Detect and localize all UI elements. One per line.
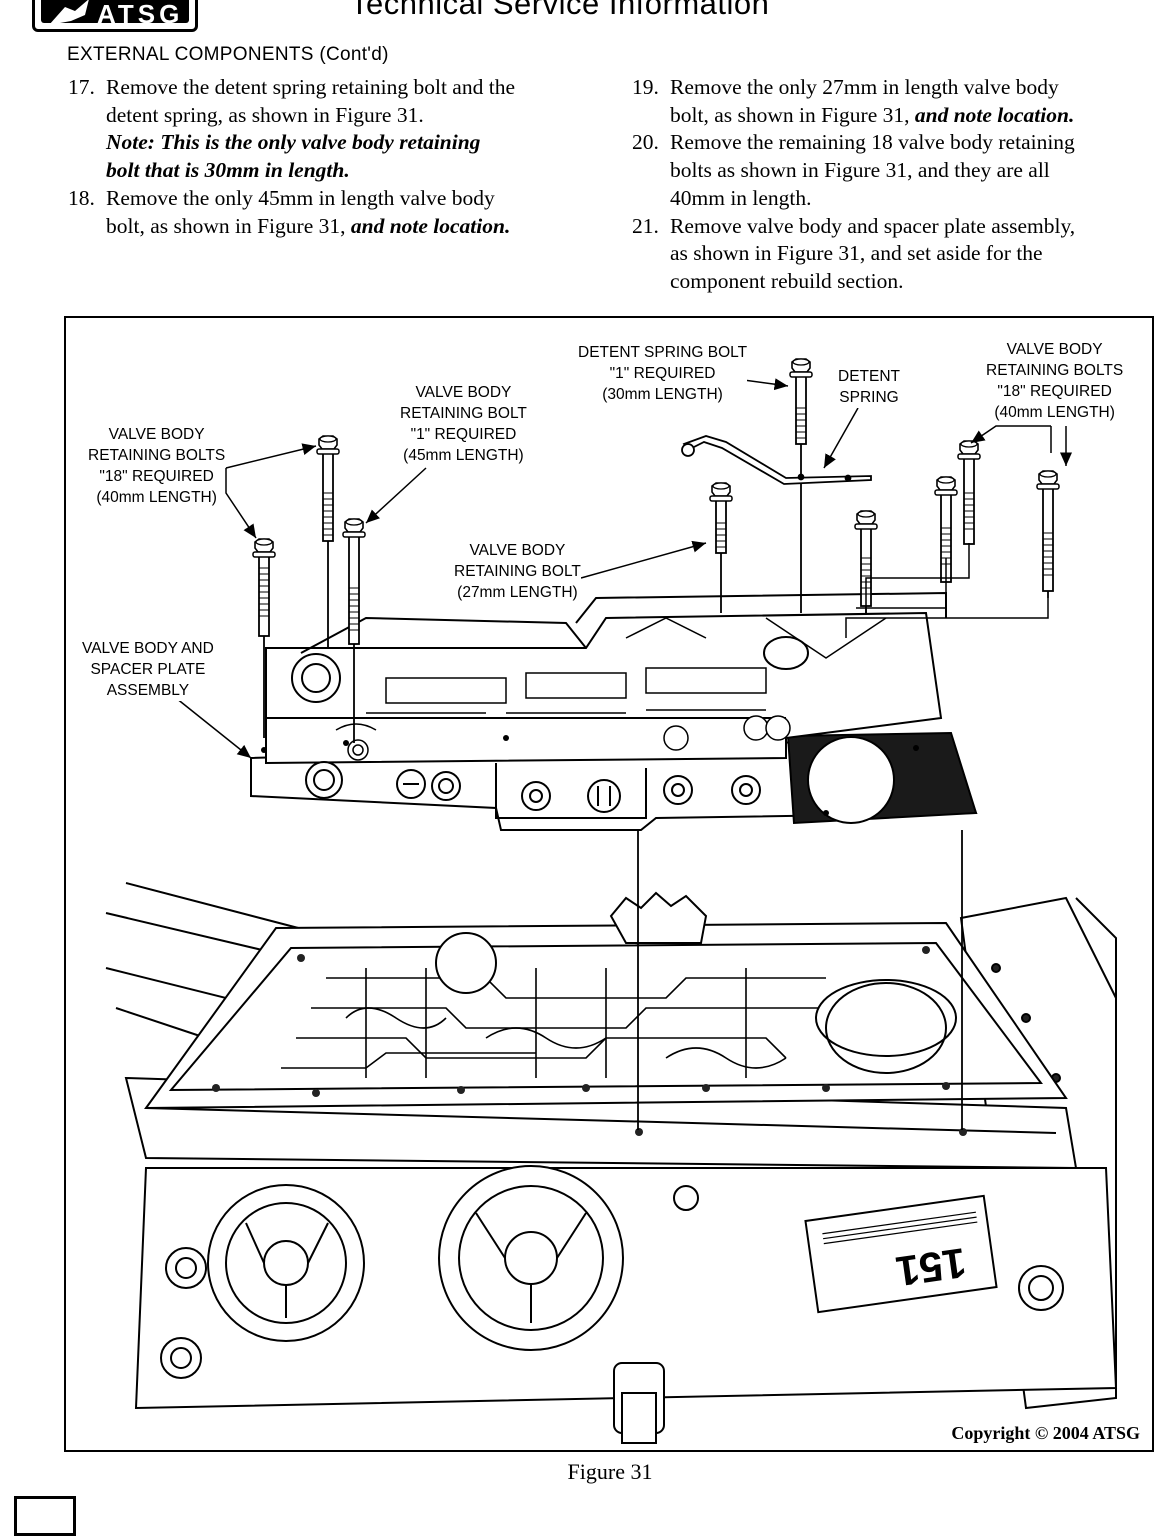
step-number: 19. [632, 75, 659, 99]
callout-vb-bolt-27mm: VALVE BODY RETAINING BOLT (27mm LENGTH) [454, 540, 581, 603]
callout-line: RETAINING BOLTS [986, 362, 1124, 379]
step-line: Remove the detent spring retaining bolt … [106, 75, 515, 99]
step-line: Remove the only 45mm in length valve bod… [106, 185, 495, 210]
alignment-lines [637, 830, 963, 1130]
bolt-left-1 [252, 538, 276, 738]
step-number: 21. [632, 213, 659, 238]
valve-body-illustration: 62-1 151 [105, 358, 1118, 1444]
instructions-right-column: 19. Remove the only 27mm in length valve… [632, 74, 1152, 296]
callout-detent-spring: DETENT SPRING [838, 366, 900, 408]
callout-line: RETAINING BOLT [400, 405, 527, 422]
step-emphasis: and note location. [914, 102, 1075, 127]
instructions-left-column: 17. Remove the detent spring retaining b… [68, 74, 588, 240]
step-line: bolt, as shown in Figure 31, and note lo… [106, 213, 588, 241]
figure-31: 62-1 151 [64, 316, 1154, 1452]
step-text: bolt, as shown in Figure 31, [670, 102, 915, 127]
step-line: Remove the remaining 18 valve body retai… [670, 130, 1075, 155]
section-heading: EXTERNAL COMPONENTS (Cont'd) [67, 44, 389, 65]
step-line: bolt, as shown in Figure 31, and note lo… [670, 102, 1152, 130]
step-text: bolt, as shown in Figure 31, [106, 213, 351, 238]
logo-text: ATSG [97, 0, 184, 23]
bolt-45mm [342, 518, 366, 743]
detent-spring-part [682, 435, 872, 485]
callout-line: SPRING [839, 389, 899, 406]
callout-line: RETAINING BOLT [454, 563, 581, 580]
step-line: 40mm in length. [670, 185, 812, 210]
step-line: bolts as shown in Figure 31, and they ar… [670, 158, 1050, 183]
callout-line: "18" REQUIRED [99, 468, 214, 485]
step-note: Note: This is the only valve body retain… [106, 130, 481, 155]
bolt-detent-30mm [789, 358, 813, 613]
callout-vb-assembly: VALVE BODY AND SPACER PLATE ASSEMBLY [82, 638, 214, 701]
tag-number-text: 151 [893, 1239, 969, 1295]
step-number: 17. [68, 75, 95, 99]
case-valve-body-surface [144, 891, 1068, 1136]
step-20: 20. Remove the remaining 18 valve body r… [632, 129, 1152, 212]
callout-line: (40mm LENGTH) [96, 489, 217, 506]
step-number: 18. [68, 185, 95, 210]
bolt-right-4 [1036, 470, 1060, 598]
page-title: Technical Service Information [350, 0, 770, 21]
callout-line: (40mm LENGTH) [994, 404, 1115, 421]
bolt-27mm [709, 482, 733, 613]
step-19: 19. Remove the only 27mm in length valve… [632, 74, 1152, 129]
step-18: 18. Remove the only 45mm in length valve… [68, 185, 588, 240]
atsg-logo: ATSG [32, 0, 198, 32]
callout-line: SPACER PLATE [90, 661, 206, 678]
callout-line: VALVE BODY [108, 426, 205, 443]
bolt-left-2 [316, 435, 340, 648]
callout-line: (27mm LENGTH) [457, 584, 578, 601]
callout-vb-bolts-left: VALVE BODY RETAINING BOLTS "18" REQUIRED… [88, 424, 226, 508]
bolt-right-3 [957, 440, 981, 545]
page-number-box [14, 1496, 76, 1536]
callout-line: VALVE BODY [1006, 341, 1103, 358]
callout-line: (45mm LENGTH) [403, 447, 524, 464]
valve-body-assembly [250, 591, 978, 831]
callout-line: "1" REQUIRED [410, 426, 517, 443]
callout-vb-bolt-45mm: VALVE BODY RETAINING BOLT "1" REQUIRED (… [400, 382, 527, 466]
callout-line: RETAINING BOLTS [88, 447, 226, 464]
bolts [252, 358, 1060, 743]
logo-badge: ATSG [41, 0, 189, 23]
callout-line: DETENT SPRING BOLT [578, 344, 748, 361]
callout-line: VALVE BODY [469, 542, 566, 559]
callout-line: VALVE BODY [415, 384, 512, 401]
callout-line: DETENT [838, 368, 900, 385]
figure-caption: Figure 31 [567, 1459, 653, 1484]
step-line: as shown in Figure 31, and set aside for… [670, 241, 1043, 266]
step-line: Remove the only 27mm in length valve bod… [670, 75, 1059, 99]
callout-line: "1" REQUIRED [609, 365, 716, 382]
step-line: component rebuild section. [670, 268, 904, 293]
step-line: Remove valve body and spacer plate assem… [670, 213, 1076, 238]
callout-vb-bolts-right: VALVE BODY RETAINING BOLTS "18" REQUIRED… [986, 339, 1124, 423]
step-line: detent spring, as shown in Figure 31. [106, 102, 424, 127]
callout-detent-spring-bolt: DETENT SPRING BOLT "1" REQUIRED (30mm LE… [578, 342, 748, 405]
copyright-notice: Copyright © 2004 ATSG [951, 1423, 1140, 1443]
callout-line: ASSEMBLY [106, 682, 190, 699]
step-21: 21. Remove valve body and spacer plate a… [632, 213, 1152, 296]
step-note: bolt that is 30mm in length. [106, 158, 350, 183]
step-emphasis: and note location. [350, 213, 511, 238]
transmission-icon [50, 0, 89, 23]
callout-line: VALVE BODY AND [82, 640, 214, 657]
step-number: 20. [632, 130, 659, 155]
callout-line: "18" REQUIRED [997, 383, 1112, 400]
callout-line: (30mm LENGTH) [602, 386, 723, 403]
step-17: 17. Remove the detent spring retaining b… [68, 74, 588, 185]
